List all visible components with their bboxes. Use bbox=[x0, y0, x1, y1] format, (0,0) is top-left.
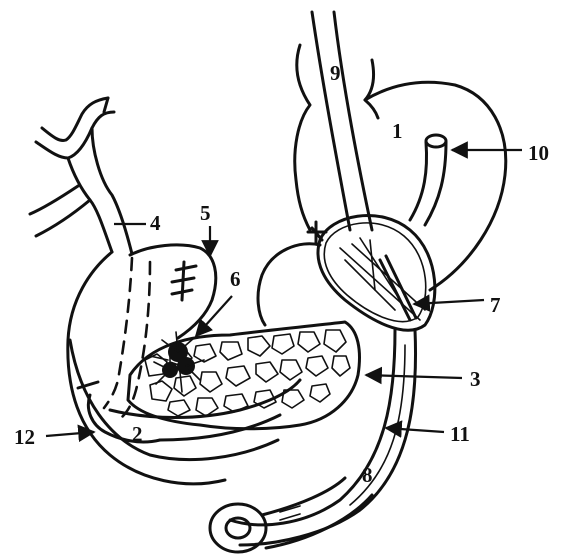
tumor-6 bbox=[150, 332, 204, 392]
label-1: 1 bbox=[392, 119, 403, 143]
label-4: 4 bbox=[150, 211, 161, 235]
label-12: 12 bbox=[14, 425, 35, 449]
label-7: 7 bbox=[490, 293, 501, 317]
jejunal-limb-8 bbox=[210, 330, 416, 552]
label-11: 11 bbox=[450, 422, 470, 446]
arrow-11 bbox=[386, 428, 444, 432]
label-10: 10 bbox=[528, 141, 549, 165]
suture-stump bbox=[172, 262, 196, 300]
anastomosis-ring bbox=[308, 216, 435, 331]
bile-duct-4 bbox=[30, 98, 132, 254]
arrow-12 bbox=[46, 432, 94, 436]
label-2: 2 bbox=[132, 422, 143, 446]
tube-9 bbox=[312, 12, 372, 230]
pancreas bbox=[128, 322, 359, 429]
label-8: 8 bbox=[362, 463, 373, 487]
rounded-bulb bbox=[258, 244, 320, 325]
stomach bbox=[295, 45, 506, 290]
label-6: 6 bbox=[230, 267, 241, 291]
label-9: 9 bbox=[330, 61, 341, 85]
arrow-3 bbox=[366, 375, 462, 378]
drain-tube-10 bbox=[410, 135, 446, 225]
label-3: 3 bbox=[470, 367, 481, 391]
label-5: 5 bbox=[200, 201, 211, 225]
